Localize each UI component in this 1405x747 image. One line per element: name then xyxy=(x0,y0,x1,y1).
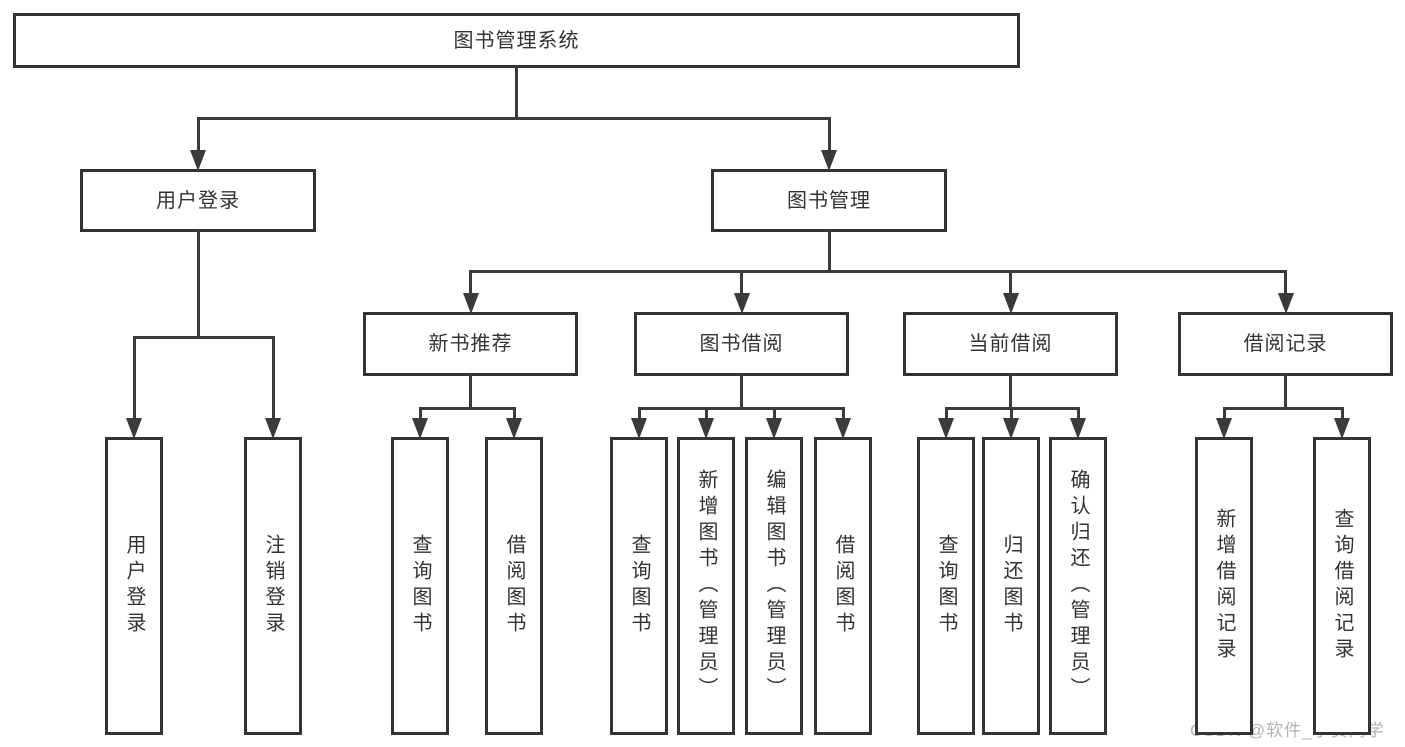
connector-line xyxy=(196,230,200,339)
node-leaf-edit-book: 编辑图书（管理员） xyxy=(745,437,803,735)
arrowhead-down-icon xyxy=(1003,418,1019,439)
connector-line xyxy=(418,407,516,410)
connector-line xyxy=(1284,270,1287,297)
connector-line xyxy=(827,230,831,273)
connector-line xyxy=(271,336,275,422)
node-book-borrow: 图书借阅 xyxy=(634,312,849,376)
node-leaf-logout: 注销登录 xyxy=(244,437,302,735)
arrowhead-down-icon xyxy=(265,418,281,439)
connector-line xyxy=(1009,374,1012,410)
arrowhead-down-icon xyxy=(1070,418,1086,439)
connector-line xyxy=(1222,407,1226,422)
connector-line xyxy=(512,407,516,422)
node-borrow-records: 借阅记录 xyxy=(1178,312,1393,376)
connector-line xyxy=(740,374,743,410)
arrowhead-down-icon xyxy=(190,150,206,171)
arrowhead-down-icon xyxy=(462,293,479,314)
connector-line xyxy=(1076,407,1080,422)
arrowhead-down-icon xyxy=(631,418,647,439)
arrowhead-down-icon xyxy=(1216,418,1232,439)
connector-line xyxy=(944,407,948,422)
node-leaf-borrow-book-2: 借阅图书 xyxy=(814,437,872,735)
arrowhead-down-icon xyxy=(506,418,522,439)
node-leaf-query-record: 查询借阅记录 xyxy=(1313,437,1371,735)
connector-line xyxy=(196,117,200,154)
node-leaf-user-login: 用户登录 xyxy=(105,437,163,735)
arrowhead-down-icon xyxy=(821,150,837,171)
connector-line xyxy=(515,66,518,120)
connector-line xyxy=(132,336,275,339)
arrowhead-down-icon xyxy=(126,418,142,439)
node-leaf-query-book-3: 查询图书 xyxy=(917,437,975,735)
connector-line xyxy=(827,117,831,154)
node-leaf-confirm-return: 确认归还（管理员） xyxy=(1049,437,1107,735)
arrowhead-down-icon xyxy=(733,293,750,314)
connector-line xyxy=(469,270,472,297)
connector-line xyxy=(418,407,422,422)
connector-line xyxy=(772,407,776,422)
connector-line xyxy=(1222,407,1344,410)
node-leaf-return-book: 归还图书 xyxy=(982,437,1040,735)
connector-line xyxy=(637,407,845,410)
connector-line xyxy=(740,270,743,297)
connector-line xyxy=(841,407,845,422)
connector-line xyxy=(196,117,831,120)
arrowhead-down-icon xyxy=(698,418,714,439)
node-leaf-query-book-1: 查询图书 xyxy=(391,437,449,735)
node-new-book-rec: 新书推荐 xyxy=(363,312,578,376)
arrowhead-down-icon xyxy=(1334,418,1350,439)
arrowhead-down-icon xyxy=(1002,293,1019,314)
node-leaf-query-book-2: 查询图书 xyxy=(610,437,668,735)
arrowhead-down-icon xyxy=(1277,293,1294,314)
arrowhead-down-icon xyxy=(766,418,782,439)
node-leaf-add-record: 新增借阅记录 xyxy=(1195,437,1253,735)
node-leaf-add-book: 新增图书（管理员） xyxy=(677,437,735,735)
connector-line xyxy=(1009,407,1013,422)
connector-line xyxy=(637,407,641,422)
connector-line xyxy=(132,336,136,422)
connector-line xyxy=(1340,407,1344,422)
node-user-login: 用户登录 xyxy=(80,169,316,232)
arrowhead-down-icon xyxy=(938,418,954,439)
node-book-mgmt: 图书管理 xyxy=(711,169,947,232)
connector-line xyxy=(1009,270,1012,297)
node-root: 图书管理系统 xyxy=(13,13,1020,68)
connector-line xyxy=(704,407,708,422)
node-leaf-borrow-book-1: 借阅图书 xyxy=(485,437,543,735)
arrowhead-down-icon xyxy=(835,418,851,439)
connector-line xyxy=(469,270,1287,273)
arrowhead-down-icon xyxy=(412,418,428,439)
connector-line xyxy=(1284,374,1287,410)
node-current-borrow: 当前借阅 xyxy=(903,312,1118,376)
connector-line xyxy=(469,374,472,410)
